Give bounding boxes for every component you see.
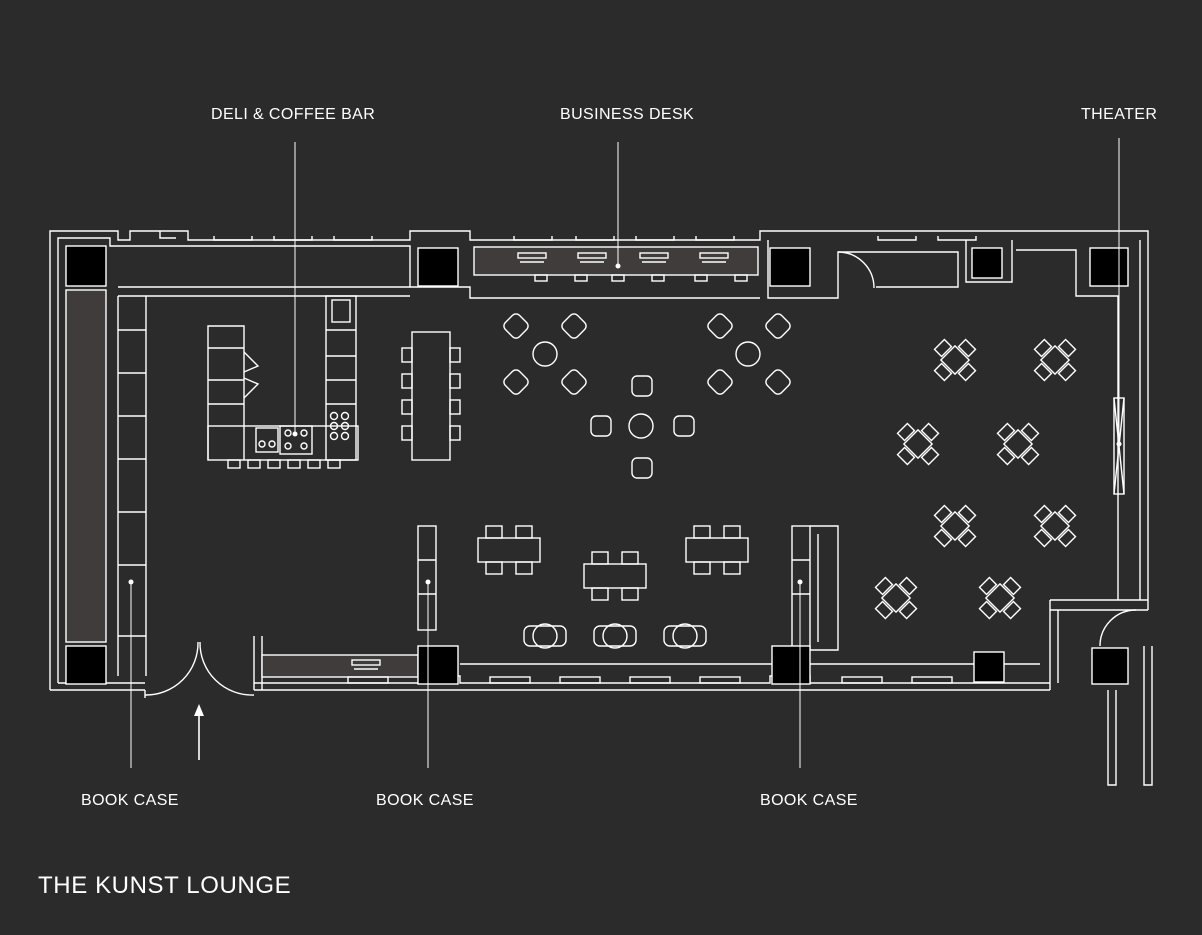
- bookcase-left-shelves: [118, 329, 146, 637]
- lounge-seating: [503, 313, 791, 479]
- callout-bookcase-left: BOOK CASE: [81, 792, 179, 809]
- communal-table: [401, 331, 461, 461]
- cafe-table: [874, 576, 918, 620]
- cafe-table: [978, 576, 1022, 620]
- cafe-table: [1033, 338, 1077, 382]
- callout-deli: DELI & COFFEE BAR: [211, 106, 376, 123]
- business-desk: [473, 246, 759, 282]
- window-sills: [213, 236, 977, 684]
- dining-tables: [477, 525, 749, 649]
- theater-rooms: [767, 240, 1153, 786]
- callout-dots: [128, 263, 1122, 585]
- deli-partition: [117, 286, 410, 676]
- bookcase-mid: [417, 525, 437, 631]
- bookcase-right: [791, 525, 839, 651]
- entrance-doors: [144, 636, 263, 698]
- callout-bookcase-right: BOOK CASE: [760, 792, 858, 809]
- cafe-tables: [874, 338, 1077, 620]
- entry-arrow-icon: [194, 704, 204, 760]
- cafe-table: [1033, 504, 1077, 548]
- plan-title: THE KUNST LOUNGE: [38, 872, 292, 899]
- kitchen: [207, 295, 359, 469]
- callout-bookcase-mid: BOOK CASE: [376, 792, 474, 809]
- cafe-table: [933, 338, 977, 382]
- bookcase-bottom-bench: [261, 654, 419, 678]
- callout-business-desk: BUSINESS DESK: [560, 106, 695, 123]
- callout-theater: THEATER: [1081, 106, 1158, 123]
- cafe-table: [933, 504, 977, 548]
- bench-left: [65, 289, 107, 643]
- cafe-table: [896, 422, 940, 466]
- callout-leaders: [130, 138, 1120, 768]
- pillars: [65, 245, 1129, 685]
- cafe-table: [996, 422, 1040, 466]
